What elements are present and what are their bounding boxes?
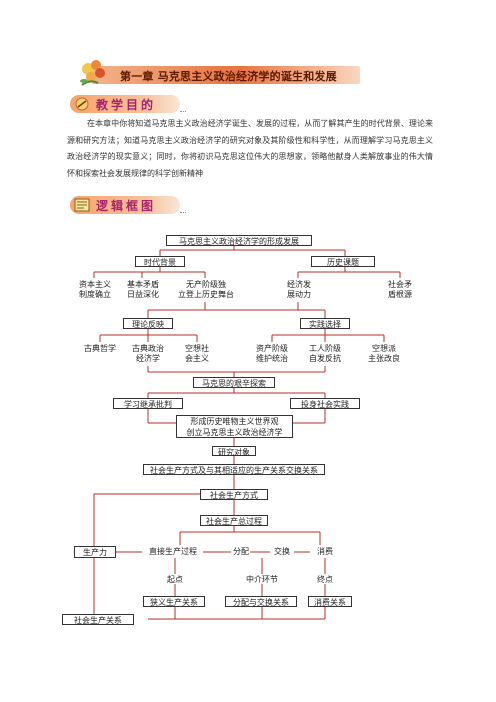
pencil-icon xyxy=(75,97,89,111)
formation-node: 形成历史唯物主义世界观 创立马克思主义政治经济学 xyxy=(176,415,293,438)
logic-diagram-banner: 逻辑框图 xyxy=(70,196,180,214)
root-node: 马克思主义政治经济学的形成发展 xyxy=(166,235,312,246)
study-critique-node: 学习继承批判 xyxy=(113,398,183,409)
objectives-paragraph: 在本章中你将知道马克思主义政治经济学诞生、发展的过程，从而了解其产生的时代背景、… xyxy=(67,119,433,178)
flower-logo-icon xyxy=(80,60,105,86)
end-point-label: 终点 xyxy=(317,575,333,584)
consumption-label: 消费 xyxy=(317,547,333,556)
topic-item-1: 经济发 展动力 xyxy=(287,280,311,299)
practice-item-1: 资产阶级 维护统治 xyxy=(256,344,288,363)
distribution-label: 分配 xyxy=(233,547,249,556)
direct-process-label: 直接生产过程 xyxy=(149,547,197,556)
topic-item-2: 社会矛 盾根源 xyxy=(388,280,412,299)
historical-topics-node: 历史课题 xyxy=(311,256,375,267)
dist-exchange-relations-node: 分配与交换关系 xyxy=(225,596,297,607)
objectives-title: 教学目的 xyxy=(96,98,157,112)
consumption-relations-node: 消费关系 xyxy=(308,596,352,607)
practice-item-2: 工人阶级 自发反抗 xyxy=(309,344,341,363)
practice-choice-node: 实践选择 xyxy=(300,318,350,329)
start-point-label: 起点 xyxy=(167,575,183,584)
exchange-label: 交换 xyxy=(274,547,290,556)
chapter-title: 第一章 马克思主义政治经济学的诞生和发展 xyxy=(120,70,337,83)
practice-item-3: 空想派 主张改良 xyxy=(368,344,400,363)
intermediate-label: 中介环节 xyxy=(246,575,278,584)
era-item-1: 资本主义 制度确立 xyxy=(79,280,111,299)
objectives-banner: 教学目的 xyxy=(70,95,180,113)
theory-item-1: 古典哲学 xyxy=(84,344,116,353)
object-detail-node: 社会生产方式及与其相适应的生产关系交换关系 xyxy=(143,464,325,475)
productive-forces-node: 生产力 xyxy=(74,546,116,558)
social-relations-node: 社会生产关系 xyxy=(62,614,134,625)
mode-of-production-node: 社会生产方式 xyxy=(200,489,268,500)
theory-reflection-node: 理论反映 xyxy=(123,318,173,329)
chapter-banner xyxy=(92,66,360,84)
era-item-2: 基本矛盾 日益深化 xyxy=(127,280,159,299)
diagram-icon xyxy=(74,198,90,212)
era-background-node: 时代背景 xyxy=(135,256,185,267)
logic-diagram-title: 逻辑框图 xyxy=(96,199,157,213)
narrow-relations-node: 狭义生产关系 xyxy=(143,596,205,607)
total-process-node: 社会生产总过程 xyxy=(200,515,268,526)
objectives-divider xyxy=(180,111,186,112)
logic-divider xyxy=(180,212,186,213)
theory-item-2: 古典政治 经济学 xyxy=(132,344,164,363)
marx-exploration-node: 马克思的艰辛探索 xyxy=(193,377,275,388)
theory-item-3: 空想社 会主义 xyxy=(185,344,209,363)
era-item-3: 无产阶级独 立登上历史舞台 xyxy=(178,280,234,299)
research-object-node: 研究对象 xyxy=(212,446,256,457)
social-practice-node: 投身社会实践 xyxy=(290,398,360,409)
